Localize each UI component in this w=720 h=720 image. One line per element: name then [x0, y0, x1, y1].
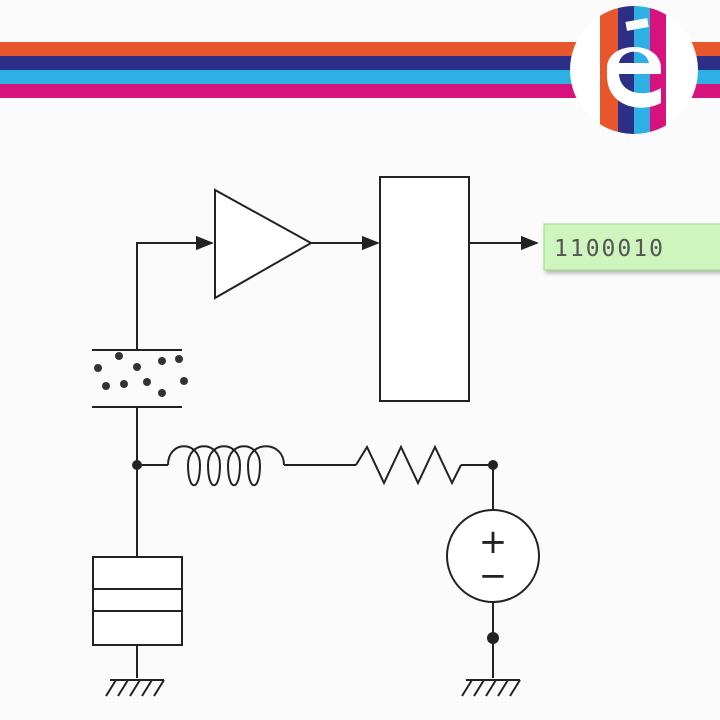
header-stripes: é: [0, 6, 720, 134]
resistor: [355, 444, 462, 486]
sensor-particles: [94, 352, 188, 397]
stripe-magenta: [0, 84, 720, 98]
processor-block: [379, 176, 470, 402]
crystal-body: [92, 556, 183, 646]
amplifier-triangle: [214, 188, 314, 300]
junction-dot-bottom: [487, 632, 499, 644]
ground-right: [461, 679, 521, 697]
stripe-cyan: [0, 70, 720, 84]
inductor: [167, 445, 285, 486]
source-plus-sign: +: [479, 522, 508, 562]
ground-left: [105, 679, 165, 697]
junction-dot-right: [488, 460, 498, 470]
stripe-navy: [0, 56, 720, 70]
source-minus-sign: −: [479, 556, 508, 596]
output-bits-text: 1100010: [554, 236, 665, 262]
stripe-orange: [0, 42, 720, 56]
junction-dot-left: [132, 460, 142, 470]
output-bits-box: 1100010: [543, 223, 720, 271]
brand-logo: é: [570, 6, 698, 134]
wire-sensor-to-amp: [136, 235, 214, 350]
